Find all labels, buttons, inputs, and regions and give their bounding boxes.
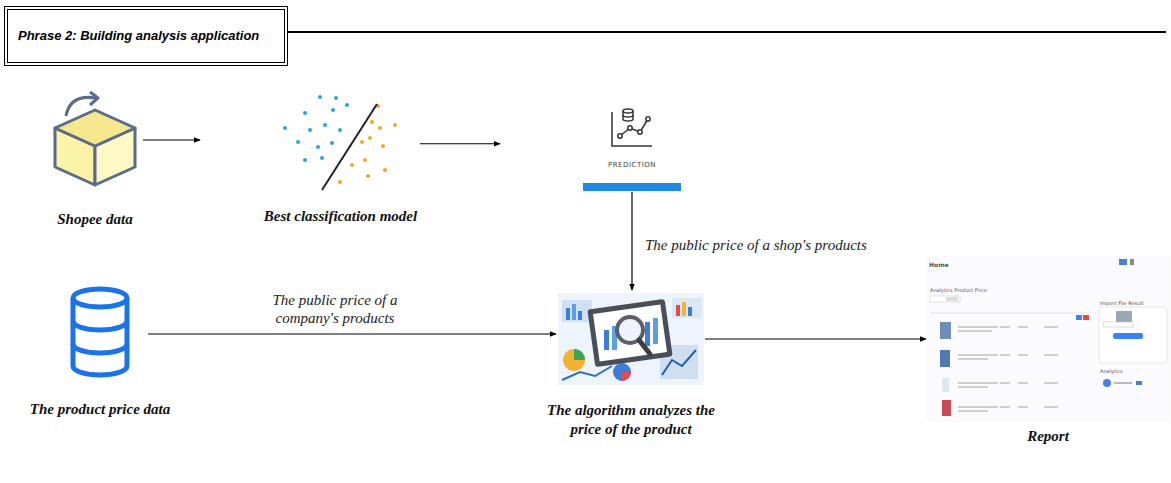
diagram-title: Phrase 2: Building analysis application	[18, 28, 259, 44]
database-icon	[73, 289, 127, 375]
node-caption: Shopee data	[10, 210, 180, 229]
header-rule	[288, 31, 1166, 33]
model-node: Best classification model	[278, 88, 403, 192]
arrow-connector	[148, 333, 556, 334]
arrow-connector	[631, 192, 632, 290]
analysis-node: The algorithm analyzes the price of the …	[558, 293, 704, 385]
arrow-connector	[420, 143, 500, 144]
screenshot-text: Analytics Product Price	[930, 287, 987, 293]
node-caption: Best classification model	[216, 207, 466, 226]
arrow-connector	[705, 338, 926, 339]
prediction-node: PREDICTION	[583, 103, 681, 192]
box-icon	[55, 92, 135, 185]
data-source: Shopee data	[52, 92, 138, 188]
report-screenshot	[926, 256, 1170, 422]
node-caption: Report	[988, 427, 1108, 446]
icon-caption: PREDICTION	[583, 161, 681, 169]
scatter-icon	[283, 95, 397, 190]
screenshot-text: Analytics	[1100, 368, 1123, 374]
report-node: Report	[926, 256, 1170, 422]
screenshot-text: Home	[929, 261, 948, 268]
prediction-bar	[583, 183, 681, 191]
prediction-icon	[612, 109, 652, 146]
node-caption: The algorithm analyzes the price of the …	[545, 401, 717, 439]
arrow-connector	[143, 139, 200, 140]
title-box: Phrase 2: Building analysis application	[4, 6, 288, 66]
edge-label: The public price of a company's products	[257, 291, 413, 327]
analysis-illustration	[558, 293, 704, 385]
node-caption: The product price data	[0, 400, 215, 419]
database-node: The product price data	[68, 285, 132, 373]
screenshot-text: Import File Result	[1100, 300, 1144, 306]
edge-label: The public price of a shop's products	[643, 236, 869, 254]
